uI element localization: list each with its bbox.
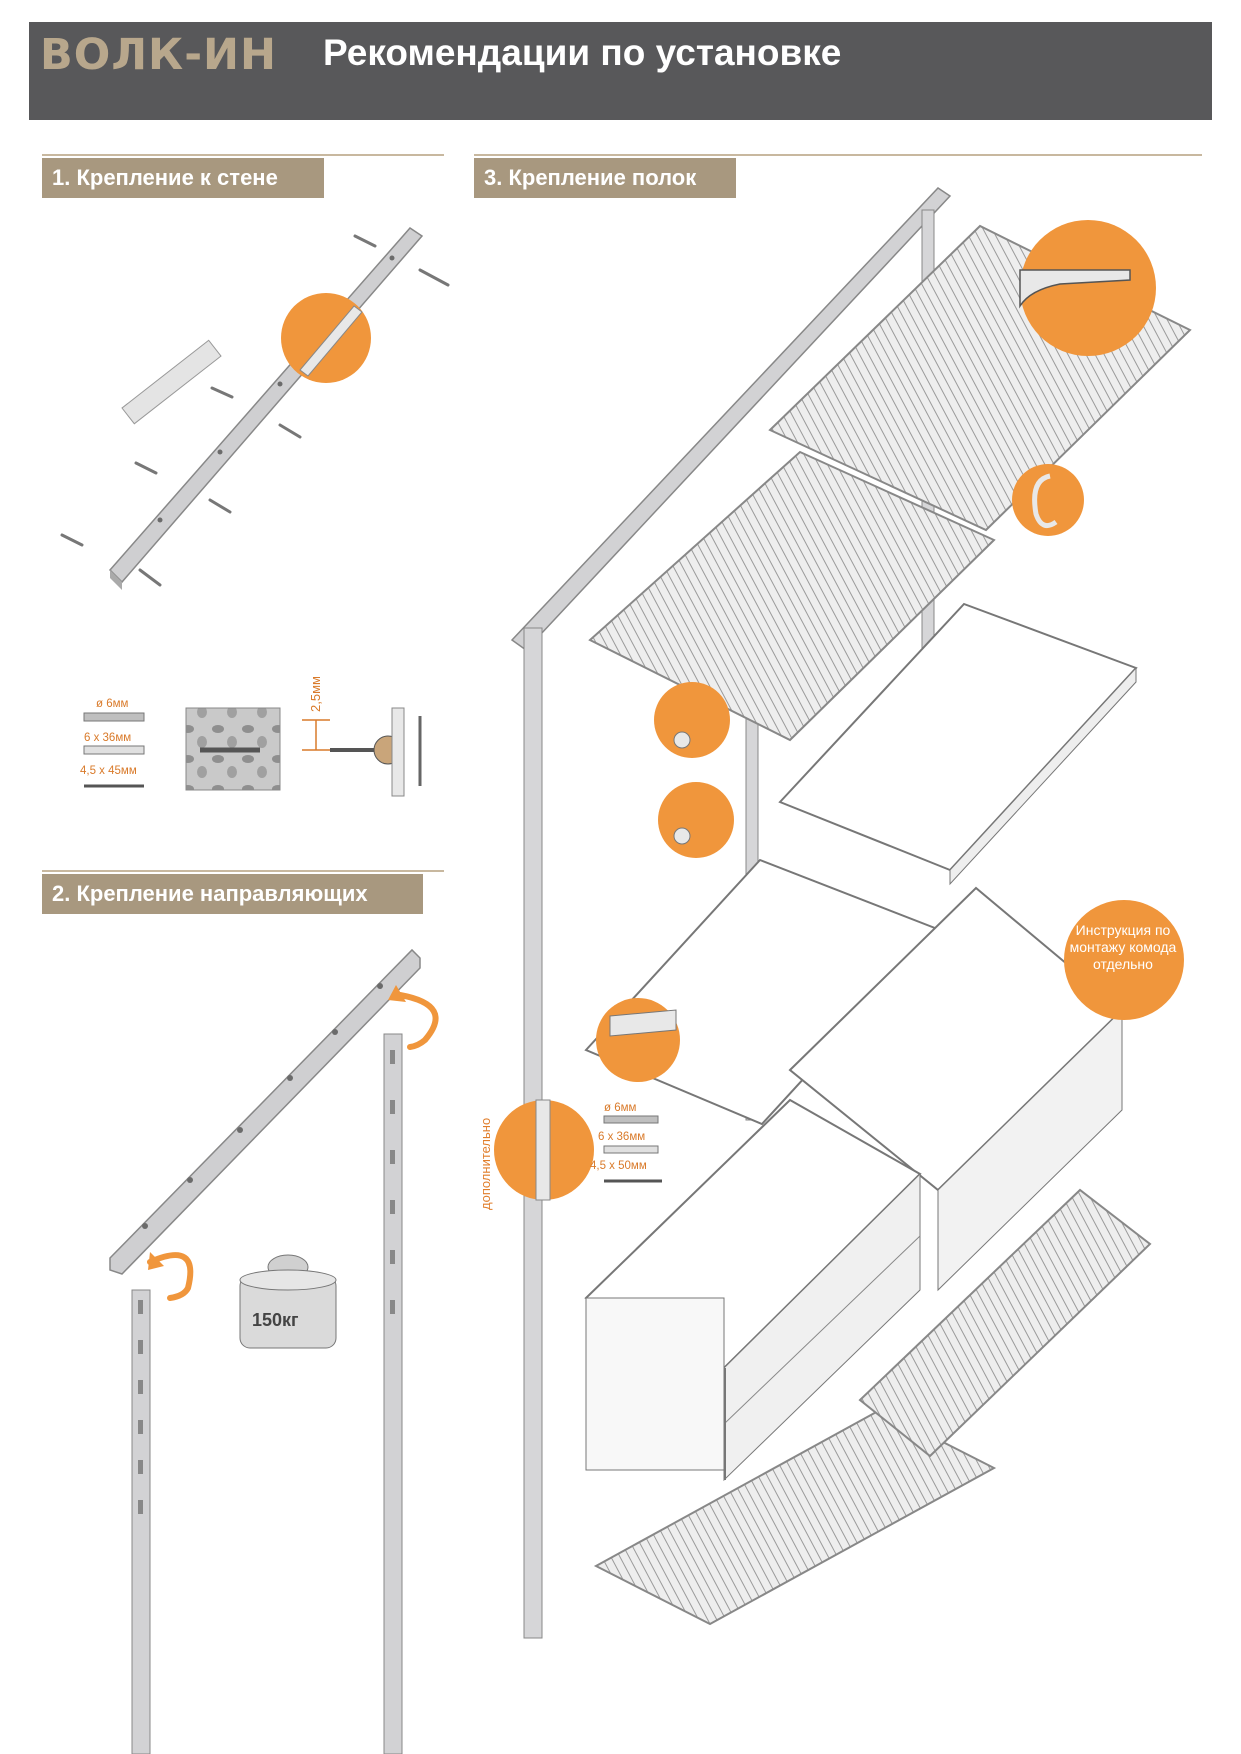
- rod-detail-callout: [658, 782, 734, 858]
- weight-label: 150кг: [252, 1310, 299, 1330]
- fastener-icons: [83, 712, 145, 788]
- section-label-rails: 2. Крепление направляющих: [42, 874, 423, 914]
- dimension-marker: [302, 719, 330, 751]
- optional-label: дополнительно: [478, 1117, 493, 1210]
- divider: [42, 154, 444, 156]
- header-bar: [29, 22, 1212, 120]
- wall-detail-callout: [281, 293, 371, 383]
- screw-insertion-icon: [330, 707, 422, 797]
- hook-detail-callout: [1012, 464, 1084, 536]
- drill-spec: ø 6мм: [96, 698, 129, 710]
- dowel-spec: 6 x 36мм: [84, 732, 132, 744]
- shelf-dowel-spec: 6 x 36мм: [598, 1131, 646, 1143]
- rod-detail-callout: [654, 682, 730, 758]
- page-title: Рекомендации по установке: [323, 32, 842, 73]
- bracket-detail-callout: [1020, 220, 1156, 356]
- shelf-drill-spec: ø 6мм: [604, 1102, 637, 1114]
- depth-dimension: 2,5мм: [308, 676, 323, 712]
- shelf-fastener-icons: [603, 1115, 662, 1183]
- rotation-arrow-icon: [147, 992, 439, 1301]
- wall-rail: [108, 227, 424, 590]
- section-label-wall: 1. Крепление к стене: [42, 158, 324, 198]
- divider: [474, 154, 1202, 156]
- divider: [42, 870, 444, 872]
- brand-logo: ВОЛК-ИН: [40, 30, 278, 80]
- dresser-note-callout: [1064, 900, 1184, 1020]
- weight-icon: [239, 1254, 337, 1349]
- rail-assembly: [109, 948, 421, 1754]
- dresser-note: Инструкция по монтажу комода отдельно: [1069, 922, 1177, 972]
- screw-spec: 4,5 x 45мм: [80, 765, 137, 777]
- section-label-shelves: 3. Крепление полок: [474, 158, 736, 198]
- wall-screws: [60, 234, 450, 587]
- shelf-screw-spec: 4,5 x 50мм: [590, 1160, 647, 1172]
